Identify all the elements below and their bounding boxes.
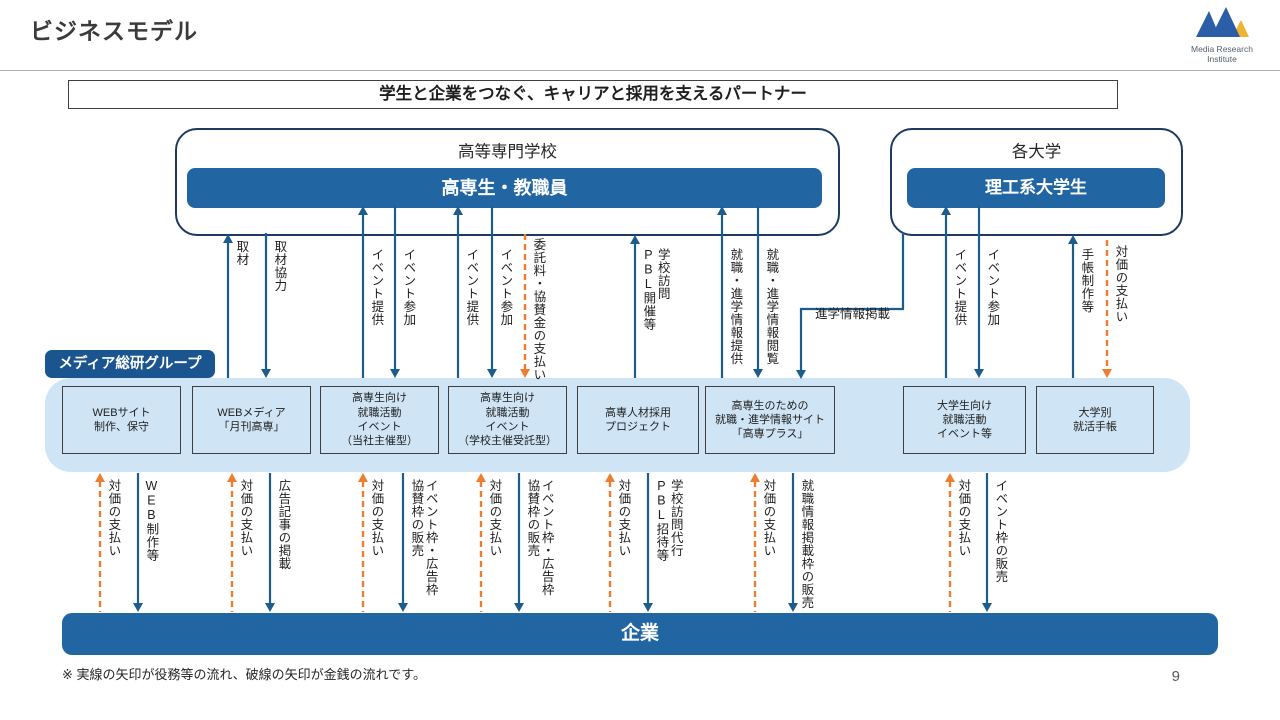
company-bar: 企業 [62, 613, 1218, 655]
flow-label: 対価の支払い [487, 479, 502, 557]
header-divider [0, 70, 1280, 71]
arrowhead-icon [945, 473, 955, 482]
arrowhead-icon [750, 473, 760, 482]
arrowhead-icon [514, 603, 524, 612]
logo-text-line1: Media Research [1191, 44, 1253, 54]
service-box-web-media: WEBメディア 「月刊高専」 [192, 386, 311, 454]
flow-label: 学校訪問代行 PBL招待等 [654, 479, 683, 562]
arrowhead-icon [95, 473, 105, 482]
flow-label: 委託料・協賛金の支払い [531, 238, 546, 381]
arrowhead-icon [753, 369, 763, 378]
arrowhead-icon [520, 369, 530, 378]
flow-label: 対価の支払い [238, 479, 253, 557]
flow-label: イベント提供 [464, 248, 479, 326]
flow-label: 取材協力 [272, 240, 287, 292]
arrowhead-icon [974, 369, 984, 378]
media-group-label: メディア総研グループ [45, 350, 215, 378]
arrowhead-icon [261, 369, 271, 378]
flow-label: イベント枠・広告枠 協賛枠の販売 [525, 479, 554, 596]
logo-text-line2: Institute [1207, 54, 1237, 65]
service-box-kosen-plus: 高専生のための 就職・進学情報サイト 「高専プラス」 [705, 386, 835, 454]
page-number: 9 [1171, 668, 1180, 685]
flow-label: WEB制作等 [144, 479, 159, 562]
flow-label: 学校訪問 PBL開催等 [641, 248, 670, 331]
arrowhead-icon [398, 603, 408, 612]
univ-group-title: 各大学 [1011, 143, 1062, 161]
kosen-group-box: 高等専門学校 高専生・教職員 [175, 128, 840, 236]
univ-students-bar: 理工系大学生 [907, 168, 1165, 208]
arrowhead-icon [605, 473, 615, 482]
service-box-event-school: 高専生向け 就職活動 イベント （学校主催受託型） [448, 386, 567, 454]
service-flow-elbow-arrow [799, 232, 905, 370]
arrowhead-icon [1102, 369, 1112, 378]
flow-label: 対価の支払い [106, 479, 121, 557]
flow-label: イベント参加 [498, 248, 513, 326]
media-research-logo: Media Research Institute [1184, 5, 1260, 64]
flow-label: 対価の支払い [369, 479, 384, 557]
flow-label: 就職情報掲載枠の販売 [799, 479, 814, 609]
service-box-univ-event: 大学生向け 就職活動 イベント等 [903, 386, 1026, 454]
flow-label: 取材 [234, 240, 249, 266]
flow-label: 対価の支払い [1113, 245, 1128, 323]
logo-m-icon [1196, 7, 1249, 37]
arrowhead-icon [358, 473, 368, 482]
flow-label: イベント提供 [952, 248, 967, 326]
service-box-event-own: 高専生向け 就職活動 イベント （当社主催型） [320, 386, 439, 454]
services-band [45, 378, 1190, 472]
kosen-group-title: 高等専門学校 [458, 143, 557, 161]
arrowhead-icon [487, 369, 497, 378]
flow-label: 対価の支払い [956, 479, 971, 557]
flow-label: 就職・進学情報提供 [728, 248, 743, 365]
page-title: ビジネスモデル [30, 18, 198, 44]
flow-label: イベント枠の販売 [993, 479, 1008, 583]
flow-label: 対価の支払い [761, 479, 776, 557]
service-box-web-site: WEBサイト 制作、保守 [62, 386, 181, 454]
arrowhead-icon [133, 603, 143, 612]
footnote: ※ 実線の矢印が役務等の流れ、破線の矢印が金銭の流れです。 [62, 667, 426, 682]
arrowhead-icon [227, 473, 237, 482]
service-box-univ-techo: 大学別 就活手帳 [1036, 386, 1154, 454]
flow-label: イベント参加 [985, 248, 1000, 326]
flow-label: イベント枠・広告枠 協賛枠の販売 [409, 479, 438, 596]
flow-label: イベント提供 [369, 248, 384, 326]
arrowhead-icon [476, 473, 486, 482]
univ-group-box: 各大学 理工系大学生 [890, 128, 1183, 236]
arrowhead-icon [630, 235, 640, 244]
flow-label: イベント参加 [401, 248, 416, 326]
arrowhead-icon [788, 603, 798, 612]
arrowhead-icon [1068, 235, 1078, 244]
service-box-recruit-project: 高専人材採用 プロジェクト [577, 386, 699, 454]
flow-label: 就職・進学情報閲覧 [764, 248, 779, 365]
flow-label: 手帳制作等 [1079, 248, 1094, 313]
flow-label: 広告記事の掲載 [276, 479, 291, 570]
flow-label: 対価の支払い [616, 479, 631, 557]
arrowhead-icon [390, 369, 400, 378]
elbow-label: 進学情報掲載 [815, 307, 891, 321]
kosen-students-bar: 高専生・教職員 [187, 168, 822, 208]
slide-banner: 学生と企業をつなぐ、キャリアと採用を支えるパートナー [68, 80, 1118, 109]
arrowhead-icon [265, 603, 275, 612]
arrowhead-icon [643, 603, 653, 612]
arrowhead-icon [982, 603, 992, 612]
